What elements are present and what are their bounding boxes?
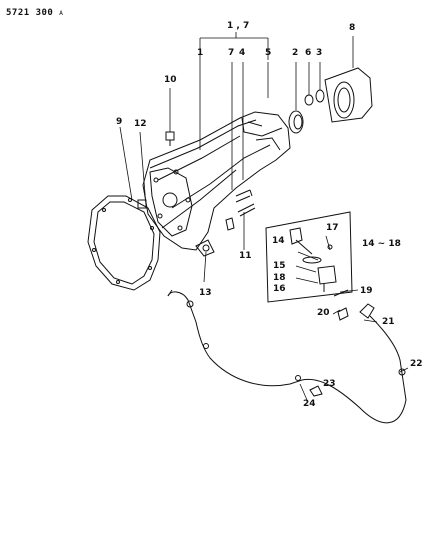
label-15: 15 — [273, 261, 286, 271]
label-22: 22 — [410, 359, 423, 369]
label-12: 12 — [134, 119, 147, 129]
label-17: 17 — [326, 223, 339, 233]
diagram-code-number: 5721 300 — [6, 8, 54, 18]
transmission-case — [142, 111, 291, 257]
label-1: 1 — [197, 48, 204, 58]
label-5: 5 — [265, 48, 272, 58]
label-14: 14 — [272, 236, 285, 246]
label-2: 2 — [292, 48, 299, 58]
label-13: 13 — [199, 288, 212, 298]
label-16: 16 — [273, 284, 286, 294]
label-18: 18 — [273, 273, 286, 283]
label-9: 9 — [116, 117, 123, 127]
diagram-code: 5721 300 A — [6, 8, 63, 18]
gasket — [87, 195, 161, 291]
gear-assembly-box — [265, 211, 353, 303]
bolt-20 — [337, 307, 349, 321]
label-7: 7 — [228, 48, 235, 58]
label-24: 24 — [303, 399, 316, 409]
label-6: 6 — [305, 48, 312, 58]
speedometer-cable — [167, 289, 407, 424]
label-11: 11 — [239, 251, 252, 261]
label-4: 4 — [239, 48, 246, 58]
label-1-7: 1 , 7 — [227, 21, 250, 31]
label-21: 21 — [382, 317, 395, 327]
label-19: 19 — [360, 286, 373, 296]
label-8: 8 — [349, 23, 356, 33]
label-14-18: 14 ~ 18 — [362, 239, 401, 249]
leader-lines — [119, 32, 409, 401]
label-20: 20 — [317, 308, 330, 318]
label-10: 10 — [164, 75, 177, 85]
sleeve — [324, 67, 373, 123]
label-3: 3 — [316, 48, 323, 58]
case-bolts — [137, 131, 256, 217]
label-23: 23 — [323, 379, 336, 389]
rear-seal — [288, 89, 325, 134]
diagram-code-suffix: A — [59, 10, 64, 17]
